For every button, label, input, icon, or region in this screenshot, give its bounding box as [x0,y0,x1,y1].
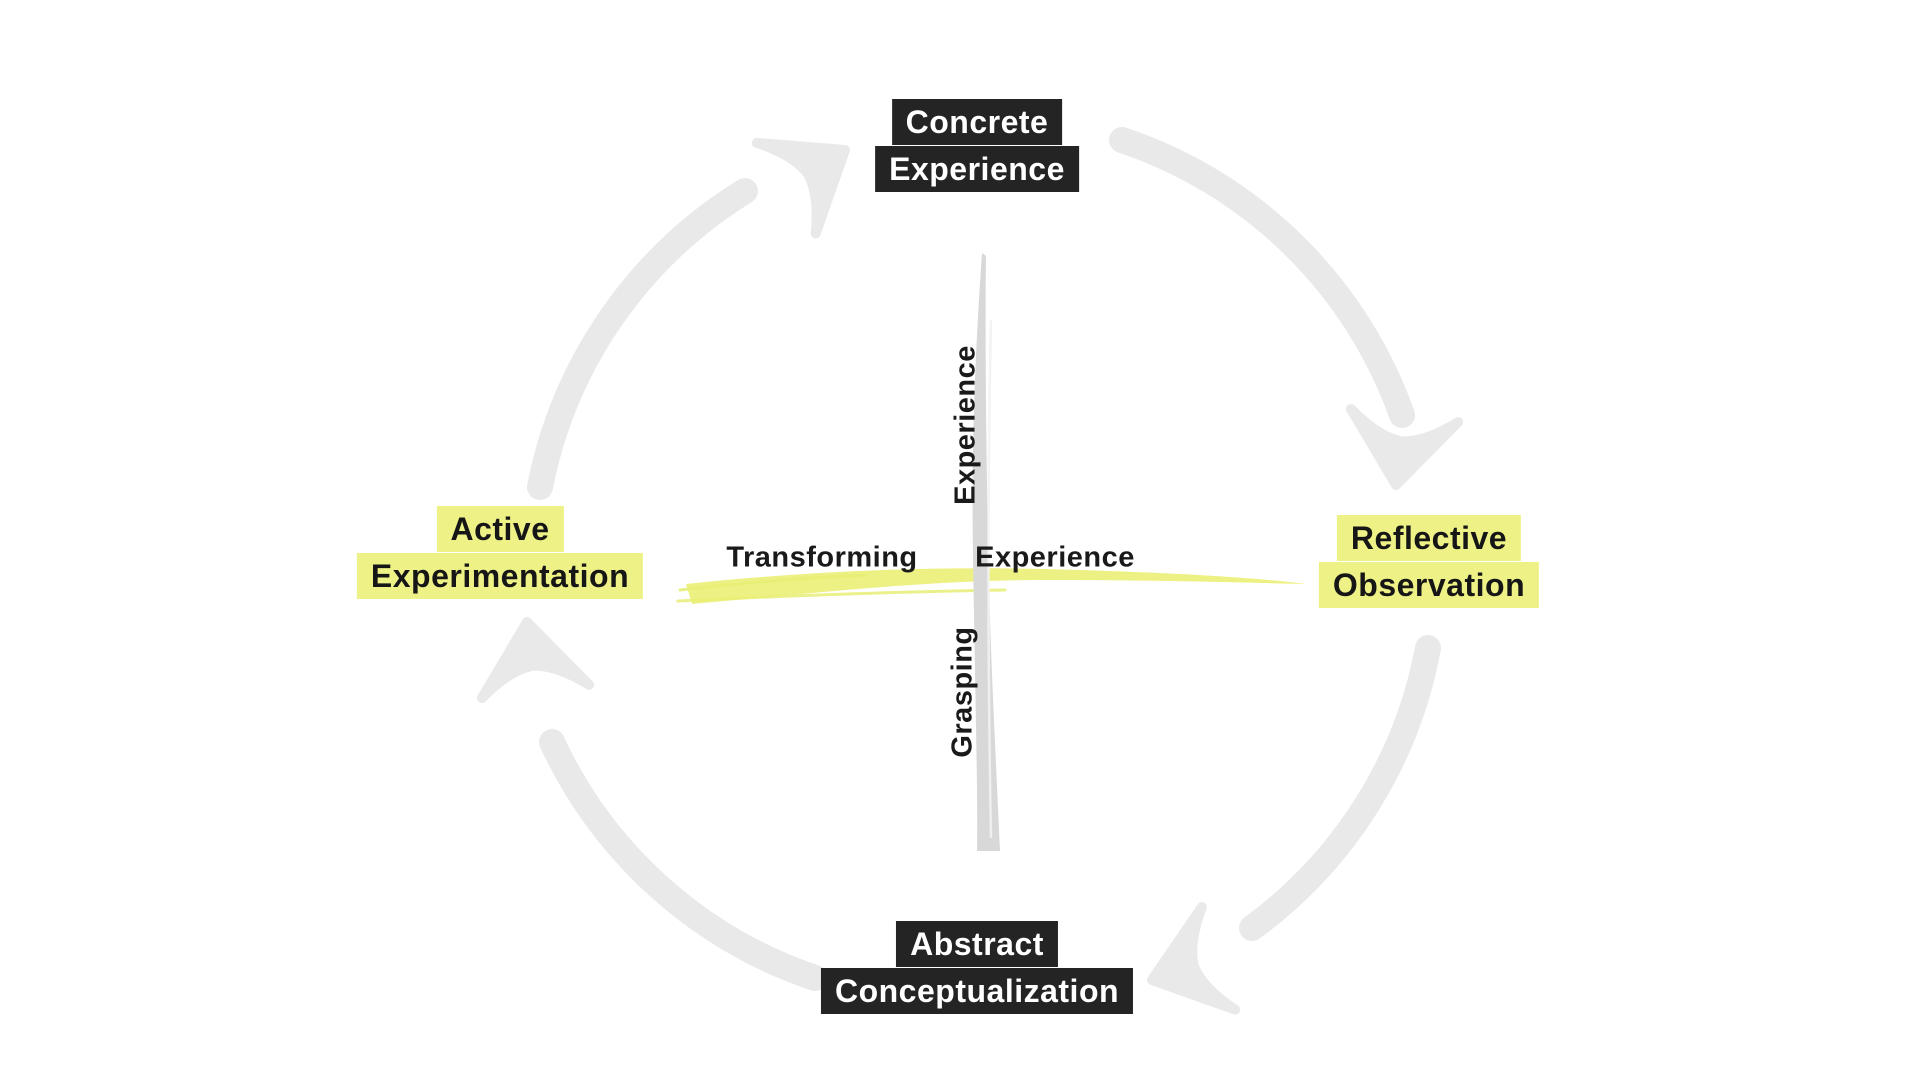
stage-line: Experience [875,146,1079,192]
cycle-arrow-right-to-bottom [1147,635,1441,1015]
stage-concrete-experience: Concrete Experience [875,99,1079,192]
stage-label-text: Experimentation [356,553,644,599]
stage-label-text: Abstract [896,921,1058,967]
stage-line: Concrete [875,99,1079,145]
arrow-shaft [527,178,758,500]
stage-reflective-observation: Reflective Observation [1318,515,1540,608]
stage-line: Observation [1318,562,1540,608]
axis-label-experience-vertical: Experience [949,345,982,505]
arrow-head [1345,403,1464,490]
stage-line: Reflective [1319,515,1539,561]
arrow-shaft [1239,635,1441,941]
marker-stroke-tail-upper [678,573,867,592]
arrow-head [476,617,595,704]
stage-label-text: Active [436,506,564,552]
horizontal-axis-marker [676,568,1306,604]
stage-active-experimentation: Active Experimentation [356,506,644,599]
arrow-shaft [1109,127,1415,428]
vertical-axis-line [972,253,1000,851]
stage-line: Conceptualization [820,968,1134,1014]
stage-label-text: Concrete [891,99,1063,145]
axis-label-experience-horizontal: Experience [975,541,1135,574]
axis-label-grasping: Grasping [946,626,979,758]
axis-label-transforming: Transforming [726,541,918,574]
arrow-shaft [539,729,828,991]
stage-label-text: Reflective [1336,515,1522,561]
cycle-arrow-bottom-to-left [476,617,828,991]
stage-label-text: Observation [1318,562,1540,608]
arrow-head [751,137,850,239]
stage-line: Experimentation [356,553,644,599]
marker-stroke-tail-lower [676,588,1007,603]
axis-line-body [972,253,1000,851]
axis-line-streak [987,319,993,839]
stage-line: Active [357,506,643,552]
stage-line: Abstract [821,921,1133,967]
cycle-arrow-left-to-top [527,137,850,500]
stage-label-text: Experience [875,146,1079,192]
arrow-head [1147,902,1241,1015]
stage-abstract-conceptualization: Abstract Conceptualization [820,921,1134,1014]
stage-label-text: Conceptualization [820,968,1134,1014]
cycle-arrow-top-to-right [1109,127,1464,490]
